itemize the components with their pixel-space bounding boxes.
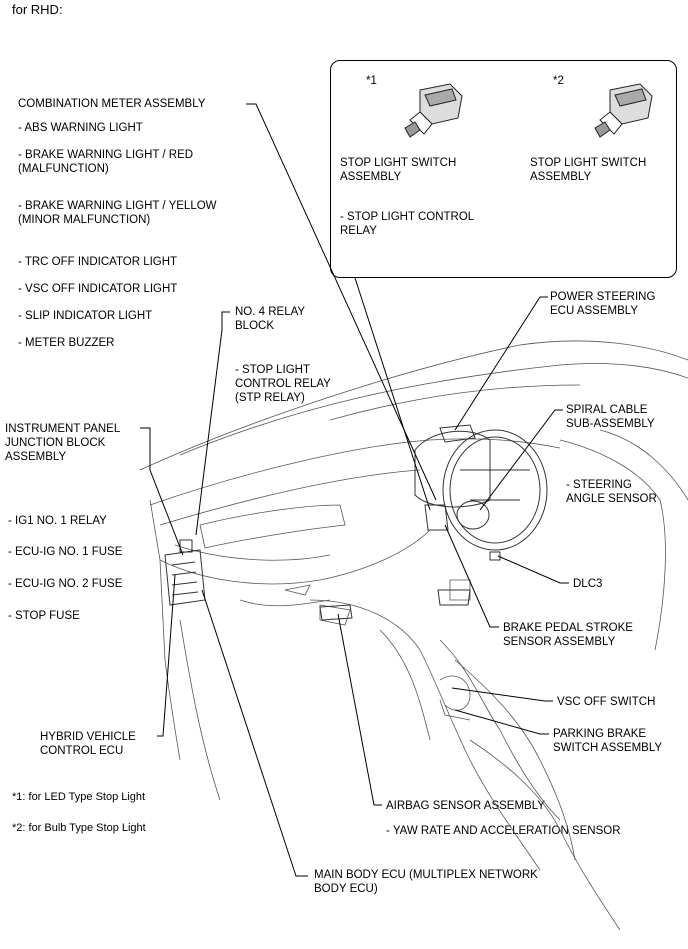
no4-relay-block-label: NO. 4 RELAY BLOCK [235,306,306,332]
brake-warning-red-label: - BRAKE WARNING LIGHT / RED (MALFUNCTION… [18,149,194,175]
inset-star2-label: *2 [553,75,564,87]
steering-angle-sensor-label: - STEERING ANGLE SENSOR [566,479,657,505]
brake-warning-yellow-label: - BRAKE WARNING LIGHT / YELLOW (MINOR MA… [18,200,217,226]
spiral-cable-label: SPIRAL CABLE SUB-ASSEMBLY [566,404,655,430]
trc-off-label: - TRC OFF INDICATOR LIGHT [18,256,178,268]
note-led-type: *1: for LED Type Stop Light [12,791,146,803]
stop-light-switch-bulb-label: STOP LIGHT SWITCH ASSEMBLY [530,157,647,183]
brake-pedal-stroke-label: BRAKE PEDAL STROKE SENSOR ASSEMBLY [503,622,633,648]
yaw-rate-sensor-label: - YAW RATE AND ACCELERATION SENSOR [386,825,621,837]
inset-star1-label: *1 [366,75,377,87]
ip-junction-block-label: INSTRUMENT PANEL JUNCTION BLOCK ASSEMBLY [5,423,121,463]
stp-relay-label: - STOP LIGHT CONTROL RELAY (STP RELAY) [235,364,331,404]
vsc-off-indicator-label: - VSC OFF INDICATOR LIGHT [18,283,178,295]
power-steering-ecu-label: POWER STEERING ECU ASSEMBLY [550,291,656,317]
hybrid-vehicle-ecu-label: HYBRID VEHICLE CONTROL ECU [40,731,136,757]
main-body-ecu-label: MAIN BODY ECU (MULTIPLEX NETWORK BODY EC… [314,869,538,895]
stop-light-control-relay-label: - STOP LIGHT CONTROL RELAY [340,211,475,237]
parking-brake-switch-label: PARKING BRAKE SWITCH ASSEMBLY [553,728,663,754]
stop-fuse-label: - STOP FUSE [8,610,80,622]
stop-light-switch-led-label: STOP LIGHT SWITCH ASSEMBLY [340,157,457,183]
combination-meter-label: COMBINATION METER ASSEMBLY [18,98,206,110]
ig1-relay-label: - IG1 NO. 1 RELAY [8,515,107,527]
page-header: for RHD: [12,2,63,17]
dlc3-label: DLC3 [573,578,603,590]
abs-warning-label: - ABS WARNING LIGHT [18,122,143,134]
stop-light-switch-inset [330,60,677,278]
ecu-ig1-fuse-label: - ECU-IG NO. 1 FUSE [8,546,123,558]
slip-indicator-label: - SLIP INDICATOR LIGHT [18,310,153,322]
meter-buzzer-label: - METER BUZZER [18,337,115,349]
vsc-off-switch-label: VSC OFF SWITCH [557,696,656,708]
ecu-ig2-fuse-label: - ECU-IG NO. 2 FUSE [8,578,123,590]
note-bulb-type: *2: for Bulb Type Stop Light [12,822,146,834]
